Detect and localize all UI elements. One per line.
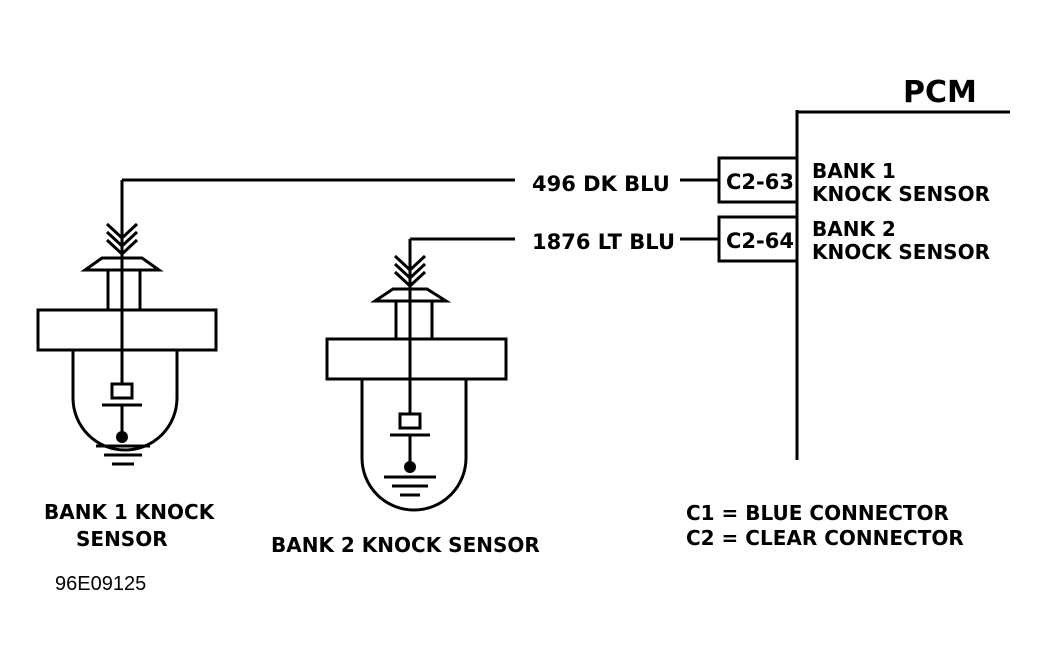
bank2-mounting-flange <box>325 337 508 381</box>
bank1-connector-body <box>106 268 142 312</box>
bank1-sensor-label-line1: BANK 1 KNOCK <box>44 500 216 524</box>
connector-desc-bank1-line1: BANK 1 <box>812 159 896 183</box>
bank1-mounting-flange <box>36 308 218 352</box>
connector-desc-bank2-line1: BANK 2 <box>812 217 896 241</box>
bank1-ground-node <box>116 431 128 443</box>
wire-label-1876: 1876 LT BLU <box>532 230 675 254</box>
connector-pin-c2-63: C2-63 <box>726 170 794 194</box>
bank1-piezo-element <box>110 382 134 400</box>
pcm-title: PCM <box>903 75 977 110</box>
bank2-piezo-element <box>398 412 422 430</box>
bank2-ground-icon <box>384 475 436 497</box>
bank2-connector-body <box>394 299 434 341</box>
bank1-sensor-housing <box>71 350 179 452</box>
bank1-sensor-label-line2: SENSOR <box>76 527 168 551</box>
bank2-knock-sensor <box>325 254 508 512</box>
bank1-connector-cap <box>80 256 164 272</box>
legend-c1: C1 = BLUE CONNECTOR <box>686 501 949 525</box>
connector-desc-bank2-line2: KNOCK SENSOR <box>812 240 990 264</box>
connector-desc-bank1-line2: KNOCK SENSOR <box>812 182 990 206</box>
bank1-ground-icon <box>96 444 150 466</box>
bank2-sensor-housing <box>360 379 468 512</box>
bank2-connector-cap <box>370 287 452 303</box>
figure-id: 96E09125 <box>55 573 146 595</box>
bank2-sensor-label: BANK 2 KNOCK SENSOR <box>271 533 540 557</box>
bank2-ground-node <box>404 461 416 473</box>
connector-pin-c2-64: C2-64 <box>726 229 794 253</box>
bank1-knock-sensor <box>36 222 218 466</box>
wire-label-496: 496 DK BLU <box>532 172 670 196</box>
legend-c2: C2 = CLEAR CONNECTOR <box>686 526 964 550</box>
